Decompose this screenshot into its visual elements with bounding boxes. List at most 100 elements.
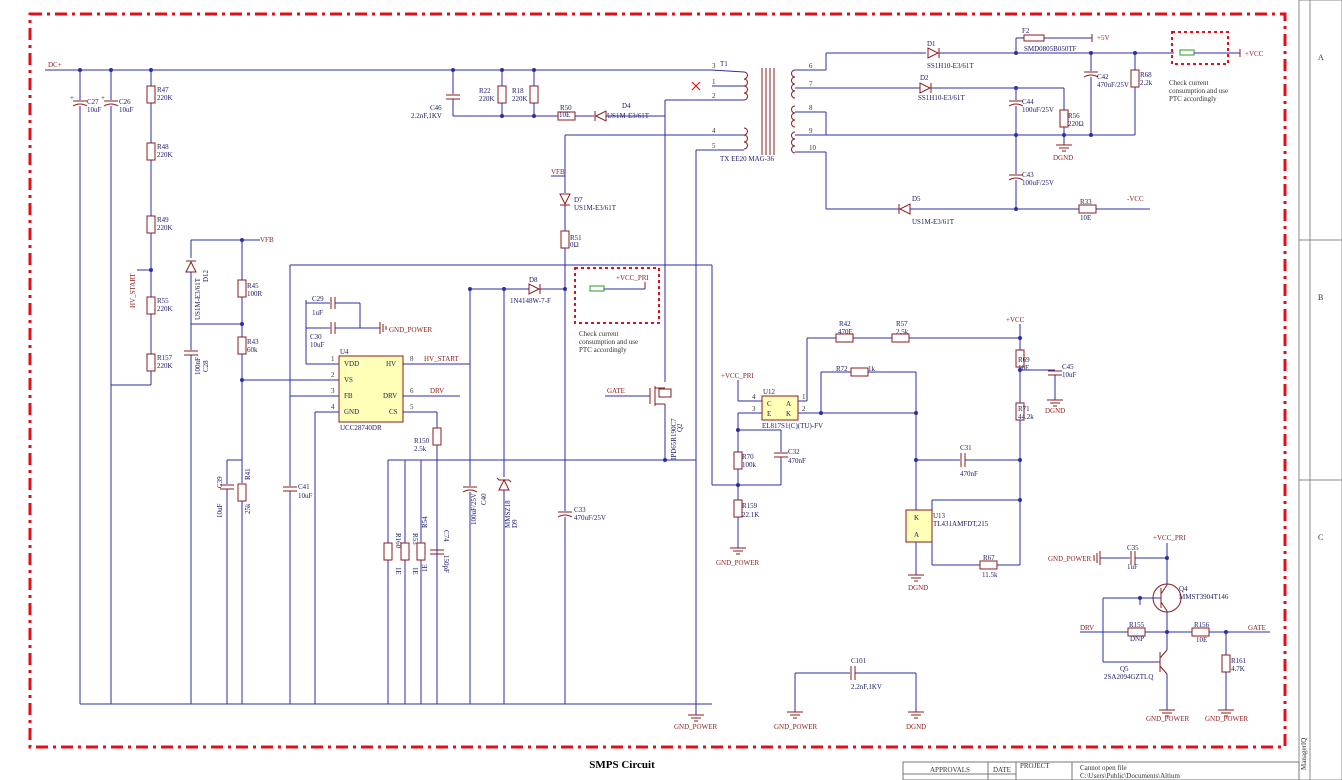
gnd-power-symbol-1: GND_POWER <box>379 322 432 334</box>
U4-pin-vdd: VDD <box>344 360 359 368</box>
R48-val: 220K <box>157 151 173 159</box>
T1-pin-3: 3 <box>712 62 716 70</box>
fuse-F2: F2 SMD0805B050TF <box>1022 27 1077 53</box>
D2-ref: D2 <box>920 74 929 82</box>
C40-ref: C40 <box>480 493 488 505</box>
capacitor-C41: C41 10uF <box>283 483 313 500</box>
diode-D7: D7 US1M-E3/61T <box>559 193 617 212</box>
R45-val: 100R <box>247 290 263 298</box>
T1-pin-6: 6 <box>809 62 813 70</box>
resistor-R33: R33 10E <box>1078 198 1097 222</box>
capacitor-C43: C43 100uF/25V <box>1008 171 1054 187</box>
R56-val: 220Ω <box>1068 120 1084 128</box>
C27-ref: C27 <box>87 98 99 106</box>
resistor-R42: R42 470E <box>835 320 854 343</box>
U12-pin-a: A <box>786 400 791 408</box>
R18-ref: R18 <box>512 87 524 95</box>
net-gate-driver: GATE <box>1248 624 1266 632</box>
resistor-R53: R53 1E <box>400 533 419 575</box>
C42-ref: C42 <box>1097 73 1109 81</box>
C26-ref: C26 <box>119 98 131 106</box>
resistor-R22: R22 220K <box>479 85 507 104</box>
resistor-R161: R161 4.7K <box>1221 654 1247 673</box>
R67-val: 11.5k <box>982 571 998 579</box>
diode-D8: D8 1N4148W-7-F <box>510 276 551 305</box>
R47-val: 220K <box>157 94 173 102</box>
gnd-power-symbol-3: GND_POWER <box>716 547 759 567</box>
net-gnd-power-2: GND_POWER <box>674 723 717 731</box>
net-dgnd-4: DGND <box>906 723 926 731</box>
U12-pin-c: C <box>767 400 772 408</box>
note-ptc-secondary-text-line: PTC accordingly <box>1169 95 1217 103</box>
capacitor-C32: C32 470nF <box>774 448 806 465</box>
D4-ref: D4 <box>622 102 631 110</box>
R42-val: 470E <box>838 328 853 336</box>
svg-text:1: 1 <box>802 393 806 401</box>
net-drv-driver: DRV <box>1080 624 1094 632</box>
resistor-R69: R69 10E <box>1015 349 1030 372</box>
net-drv-u4: DRV <box>430 387 444 395</box>
capacitor-C28: C28 100nF <box>184 350 210 375</box>
optocoupler-U12: U12 EL817S1(C)(TU)-FV C E A K 4 3 1 2 <box>752 388 823 430</box>
diode-D1: D1 SS1H10-E3/61T <box>927 40 974 70</box>
resistor-R48: R48 220K <box>146 142 173 161</box>
primary-clamp: C46 2.2nF,1KV R22 220K R18 220K R50 10E … <box>411 68 712 382</box>
gnd-power-symbol-7: GND_POWER <box>774 711 817 731</box>
C33-val: 470uF/25V <box>574 514 606 522</box>
U12-pin-e: E <box>767 410 771 418</box>
resistor-R55: R55 220K <box>146 296 173 315</box>
C74-val: 150pF <box>442 555 450 573</box>
title-block-date: DATE <box>993 766 1011 774</box>
R159-val: 22.1K <box>742 511 759 519</box>
secondary-outputs: D1 SS1H10-E3/61T F2 SMD0805B050TF +5V +V… <box>825 27 1264 226</box>
svg-text:1: 1 <box>331 355 335 363</box>
resistor-R68: R68 2.2k <box>1130 69 1153 88</box>
net-vfb-left: VFB <box>260 236 274 244</box>
C30-ref: C30 <box>310 333 322 341</box>
gnd-power-symbol-2: GND_POWER <box>674 704 717 731</box>
diode-D12: D12 US1M-E3/61T <box>185 260 210 320</box>
feedback-section: +VCC_PRI U12 EL817S1(C)(TU)-FV C E A K 4… <box>711 265 1077 592</box>
net-hv-start-vertical: HV_START <box>129 272 137 308</box>
D5-val: US1M-E3/61T <box>912 218 955 226</box>
R160-val: 1E <box>394 567 402 575</box>
net-pvcc-output: +VCC <box>1245 50 1264 58</box>
svg-text:2: 2 <box>331 371 335 379</box>
net-pvcc-feedback: +VCC <box>1006 316 1025 324</box>
dgnd-symbol-3: DGND <box>908 574 928 592</box>
title-block-approvals: APPROVALS <box>930 766 970 774</box>
net-dgnd-1: DGND <box>1053 154 1073 162</box>
C101-ref: C101 <box>851 657 867 665</box>
Q2-ref: Q2 <box>676 423 684 432</box>
R72-val: 1k <box>868 365 876 373</box>
C32-val: 470nF <box>788 457 806 465</box>
R33-ref: R33 <box>1080 198 1092 206</box>
zener-D9: D9 MMSZ18 <box>496 477 519 528</box>
R43-ref: R43 <box>247 338 259 346</box>
R160-ref: R160 <box>394 533 402 549</box>
D9-val: MMSZ18 <box>504 500 512 528</box>
R159-ref: R159 <box>742 502 758 510</box>
resistor-R51: R51 0Ω <box>560 230 582 249</box>
resistor-R157: R157 220K <box>146 353 173 372</box>
gnd-power-symbol-6: GND_POWER <box>1146 709 1189 723</box>
R43-val: 60k <box>247 346 258 354</box>
resistor-R45: R45 100R <box>237 279 263 298</box>
title-block: APPROVALS DATE PROJECT Cannot open file … <box>902 761 1300 780</box>
gnd-power-symbol-5: GND_POWER <box>1205 709 1248 723</box>
R161-val: 4.7K <box>1231 665 1245 673</box>
resistor-R70: R70 100k <box>733 451 757 470</box>
D1-ref: D1 <box>927 40 936 48</box>
Q2-val: IPD65R190C7 <box>670 418 678 460</box>
capacitor-C26: + C26 10uF <box>101 94 134 114</box>
resistor-R54: R54 1E <box>416 516 429 572</box>
note-ptc-secondary-text-line: consumption and use <box>1169 87 1228 95</box>
mosfet-Q2: GATE Q2 IPD65R190C7 <box>605 386 684 462</box>
C40-val: 100uF/25V <box>470 493 478 525</box>
R155-ref: R155 <box>1129 621 1145 629</box>
U4-ref: U4 <box>340 348 349 356</box>
R57-ref: R57 <box>896 320 908 328</box>
shunt-regulator-U13: U13 TL431AMFDT,215 K A <box>905 509 989 543</box>
C44-val: 100uF/25V <box>1022 106 1054 114</box>
C45-ref: C45 <box>1062 363 1074 371</box>
